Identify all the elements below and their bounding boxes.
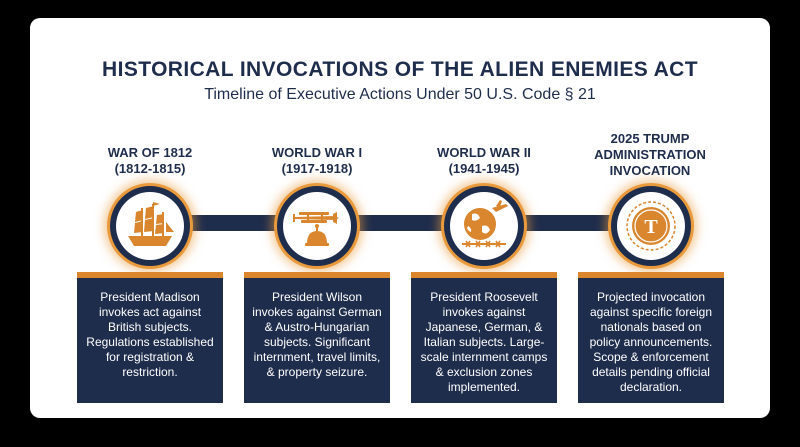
era-title: WORLD WAR I	[271, 145, 363, 160]
era-title: WORLD WAR II	[437, 145, 531, 160]
era-subtitle: ADMINISTRATION	[594, 147, 706, 162]
era-label-ww2: WORLD WAR II (1941-1945)	[404, 145, 564, 177]
era-label-1812: WAR OF 1812 (1812-1815)	[70, 145, 230, 177]
era-subtitle: INVOCATION	[609, 163, 691, 178]
globe-barbed-wire-icon	[441, 183, 527, 269]
description-box-2025: Projected invocation against specific fo…	[578, 272, 724, 403]
era-years: (1812-1815)	[114, 161, 186, 176]
sailing-ship-icon	[107, 183, 193, 269]
timeline-connector	[150, 215, 650, 231]
description-box-ww1: President Wilson invokes against German …	[244, 272, 390, 403]
era-label-2025: 2025 TRUMP ADMINISTRATION INVOCATION	[570, 131, 730, 179]
seal-t-icon: T	[608, 183, 694, 269]
era-label-ww1: WORLD WAR I (1917-1918)	[237, 145, 397, 177]
page-title: HISTORICAL INVOCATIONS OF THE ALIEN ENEM…	[102, 58, 698, 81]
era-years: (1941-1945)	[448, 161, 520, 176]
biplane-helmet-icon	[274, 183, 360, 269]
seal-letter: T	[644, 216, 658, 238]
page-subtitle: Timeline of Executive Actions Under 50 U…	[204, 86, 596, 103]
description-box-ww2: President Roosevelt invokes against Japa…	[411, 272, 557, 403]
era-title: 2025 TRUMP	[610, 131, 690, 146]
era-years: (1917-1918)	[281, 161, 353, 176]
era-title: WAR OF 1812	[107, 145, 193, 160]
description-box-1812: President Madison invokes act against Br…	[77, 272, 223, 403]
